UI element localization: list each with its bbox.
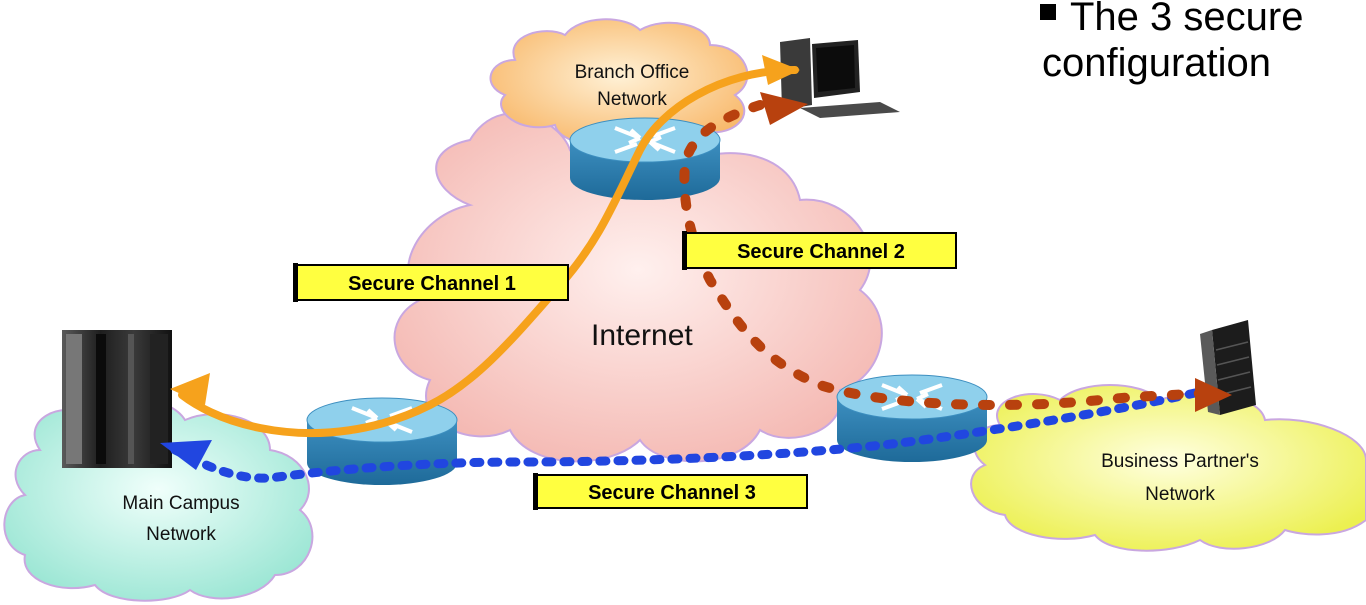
secure-channel-2-path — [679, 92, 1232, 412]
desktop-computer-icon — [780, 38, 900, 118]
business-partner-label-line1: Business Partner's — [1101, 451, 1259, 472]
secure-channel-2-label: Secure Channel 2 — [682, 231, 957, 270]
secure-channel-2-text: Secure Channel 2 — [737, 241, 905, 263]
bullet-line-2: configuration — [1042, 41, 1272, 85]
secure-channel-1-text: Secure Channel 1 — [348, 273, 516, 295]
bullet-text: The 3 secure configuration — [1042, 0, 1304, 86]
bullet-marker — [1040, 4, 1056, 20]
main-campus-label-line1: Main Campus — [122, 493, 239, 514]
bullet-line-1: The 3 secure — [1070, 0, 1304, 39]
secure-channel-3-text: Secure Channel 3 — [588, 482, 756, 504]
secure-channel-1-path — [170, 55, 800, 438]
mainframe-icon — [62, 330, 172, 468]
internet-label: Internet — [591, 319, 693, 352]
branch-office-label-line1: Branch Office — [575, 62, 690, 83]
secure-channel-3-path — [160, 388, 1200, 483]
branch-office-label-line2: Network — [597, 89, 667, 110]
secure-channel-1-label: Secure Channel 1 — [293, 263, 569, 302]
branch-office-cloud: Branch Office Network — [489, 18, 749, 147]
business-partner-label-line2: Network — [1145, 484, 1215, 505]
business-partner-cloud: Business Partner's Network — [970, 384, 1366, 552]
router-branch-icon — [569, 117, 721, 200]
secure-channel-3-label: Secure Channel 3 — [533, 473, 808, 510]
main-campus-label-line2: Network — [146, 524, 216, 545]
